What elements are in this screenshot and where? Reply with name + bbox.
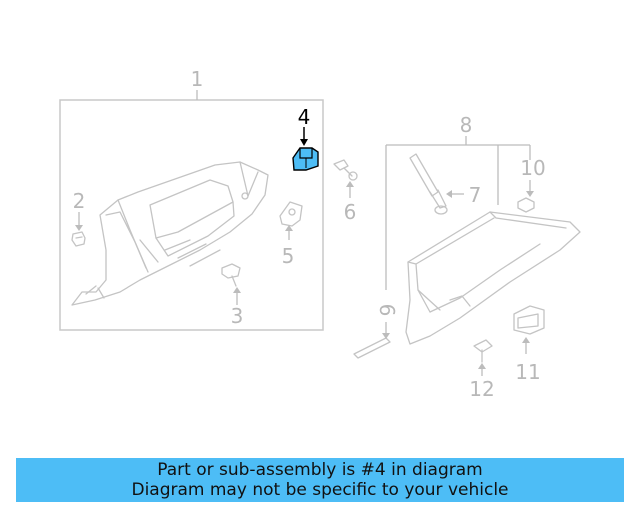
banner-line-1: Part or sub-assembly is #4 in diagram	[157, 460, 483, 480]
arrow-2	[75, 225, 83, 231]
part-9-rod[interactable]	[353, 337, 391, 359]
part-6-screw[interactable]	[333, 159, 358, 181]
part-7-damper[interactable]	[409, 153, 448, 215]
part-11-latch[interactable]	[513, 305, 545, 335]
callout-12[interactable]: 12	[469, 377, 494, 401]
callout-7[interactable]: 7	[469, 183, 482, 207]
arrow-10	[526, 191, 534, 197]
callout-5[interactable]: 5	[282, 244, 295, 268]
info-banner: Part or sub-assembly is #4 in diagram Di…	[16, 458, 624, 502]
callout-4[interactable]: 4	[298, 105, 311, 129]
assembly-box	[59, 99, 324, 331]
part-5-bracket[interactable]	[279, 201, 303, 227]
part-10-clip[interactable]	[517, 197, 535, 213]
part-12-screw[interactable]	[473, 339, 493, 363]
arrow-9	[382, 333, 390, 339]
banner-line-2: Diagram may not be specific to your vehi…	[131, 480, 509, 500]
arrow-4	[300, 139, 308, 146]
part-3-bolt[interactable]	[221, 263, 241, 287]
arrow-5	[285, 225, 293, 231]
glove-box-bin[interactable]	[405, 211, 581, 345]
callout-1[interactable]: 1	[191, 67, 204, 91]
part-2-clip[interactable]	[71, 231, 86, 247]
callout-10[interactable]: 10	[520, 156, 545, 180]
callout-9[interactable]: 9	[376, 304, 400, 317]
glove-box-assembly[interactable]	[71, 161, 269, 306]
callout-2[interactable]: 2	[73, 189, 86, 213]
arrow-3	[233, 287, 241, 293]
arrow-6	[346, 181, 354, 187]
callout-3[interactable]: 3	[231, 304, 244, 328]
part-4-highlighted[interactable]	[292, 147, 319, 171]
arrow-11	[522, 337, 530, 343]
parts-diagram: 1 2 3 4 5	[59, 67, 581, 401]
callout-6[interactable]: 6	[344, 200, 357, 224]
arrow-7	[446, 190, 452, 198]
callout-11[interactable]: 11	[515, 360, 540, 384]
arrow-12	[478, 363, 486, 369]
callout-8[interactable]: 8	[460, 113, 473, 137]
